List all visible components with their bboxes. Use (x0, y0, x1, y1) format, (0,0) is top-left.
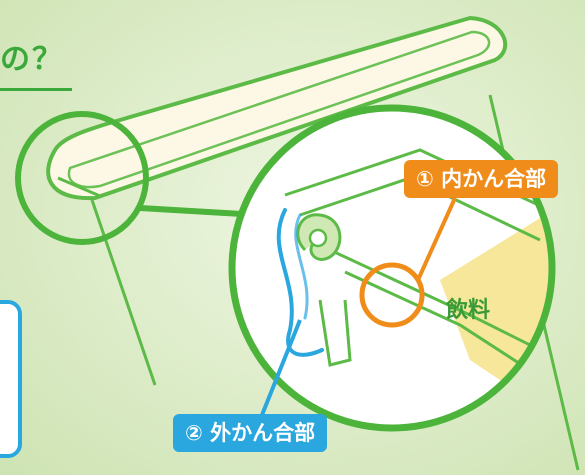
inner-seam-pointer (416, 197, 457, 281)
outer-seam-label: ② 外かん合部 (173, 414, 328, 452)
curl-seam (296, 213, 342, 261)
magnifier-small-circle (15, 111, 149, 245)
drink-label: 飲料 (446, 298, 491, 323)
magnifier-large (228, 104, 556, 432)
inner-seam-marker (359, 262, 425, 328)
cup-rim (46, 16, 508, 201)
wave-line-2 (294, 213, 309, 320)
magnifier-connector (139, 205, 243, 217)
outer-seam-pointer (260, 319, 302, 416)
inner-seam-label: ① 内かん合部 (404, 160, 559, 198)
side-info-box (0, 300, 22, 458)
heading-underline (0, 88, 72, 91)
wave-line (276, 208, 324, 357)
heading-fragment: の？ (0, 42, 64, 77)
